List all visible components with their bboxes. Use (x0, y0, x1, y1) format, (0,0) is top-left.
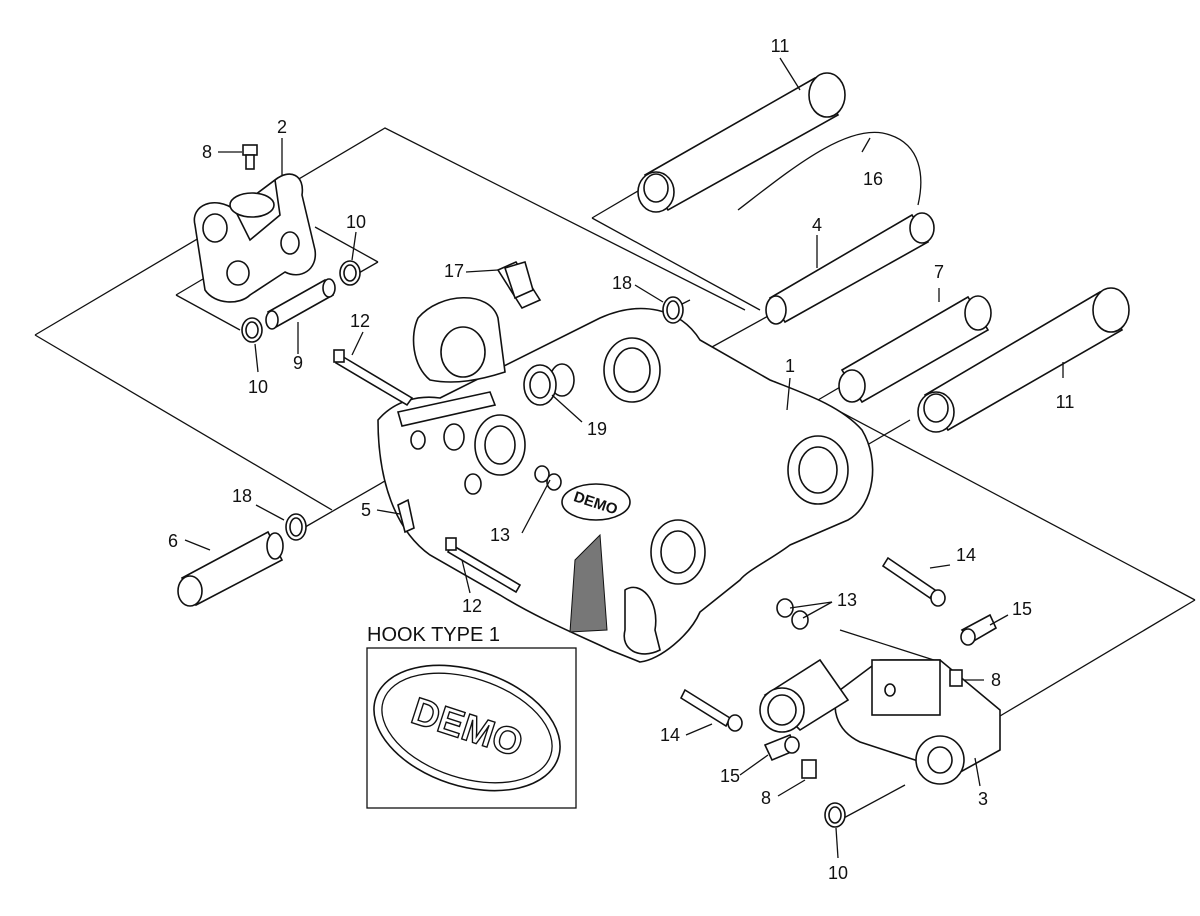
callout-15-left: 15 (720, 766, 740, 786)
part-4-pin (765, 212, 935, 325)
callout-18-upper: 18 (612, 273, 632, 293)
part-19-ring (523, 364, 557, 406)
part-13-nuts (534, 465, 809, 630)
callout-1: 1 (785, 356, 795, 376)
callout-10-left: 10 (248, 377, 268, 397)
callout-7: 7 (934, 262, 944, 282)
part-15-elbows (763, 613, 998, 762)
callout-5: 5 (361, 500, 371, 520)
shading-hatch (569, 533, 608, 633)
callout-17: 17 (444, 261, 464, 281)
callout-13-right: 13 (837, 590, 857, 610)
part-10-rings (241, 260, 846, 828)
part-18-rings (285, 296, 684, 541)
callout-8-right: 8 (991, 670, 1001, 690)
callout-14-left: 14 (660, 725, 680, 745)
part-3-cylinder (759, 658, 1001, 785)
callout-12-lower: 12 (462, 596, 482, 616)
inset-logo-plate (373, 664, 561, 792)
part-17-latch (496, 260, 542, 310)
hook-type-inset: HOOK TYPE 1 DEMO (366, 624, 577, 809)
part-12-bolts (333, 349, 522, 594)
callout-18-left: 18 (232, 486, 252, 506)
part-7-pin (838, 295, 992, 404)
inset-title: HOOK TYPE 1 (367, 624, 500, 646)
callout-9: 9 (293, 353, 303, 373)
callout-13-left: 13 (490, 525, 510, 545)
callout-leaders (184, 57, 1064, 859)
callout-11-top: 11 (771, 36, 790, 56)
callout-11-right: 11 (1056, 392, 1075, 412)
part-8-grease-fitting-top (242, 144, 258, 170)
part-11-long-pin-top (637, 72, 846, 213)
callout-labels: 11 16 4 7 1 11 2 8 10 17 18 12 9 10 19 1… (168, 36, 1074, 883)
part-6-pin (177, 530, 284, 607)
part-16-cable (737, 131, 922, 211)
callout-19: 19 (587, 419, 607, 439)
callout-15-right: 15 (1012, 599, 1032, 619)
part-14-hoses (679, 556, 946, 732)
inset-frame (366, 647, 577, 809)
callout-4: 4 (812, 215, 822, 235)
main-frame-logo: DEMO (561, 483, 631, 521)
callout-10-bottom: 10 (828, 863, 848, 883)
part-5-clip (397, 498, 415, 534)
callout-2: 2 (277, 117, 287, 137)
callout-3: 3 (978, 789, 988, 809)
callout-8-bottom: 8 (761, 788, 771, 808)
part-9-pin (265, 278, 336, 330)
part-2-top-bracket (193, 173, 316, 303)
part-8-grease-fittings (801, 669, 963, 779)
callout-6: 6 (168, 531, 178, 551)
part-11-long-pin-right (917, 287, 1130, 433)
callout-8-top: 8 (202, 142, 212, 162)
callout-10-upper: 10 (346, 212, 366, 232)
callout-16: 16 (863, 169, 883, 189)
callout-12-upper: 12 (350, 311, 370, 331)
callout-14-right: 14 (956, 545, 976, 565)
